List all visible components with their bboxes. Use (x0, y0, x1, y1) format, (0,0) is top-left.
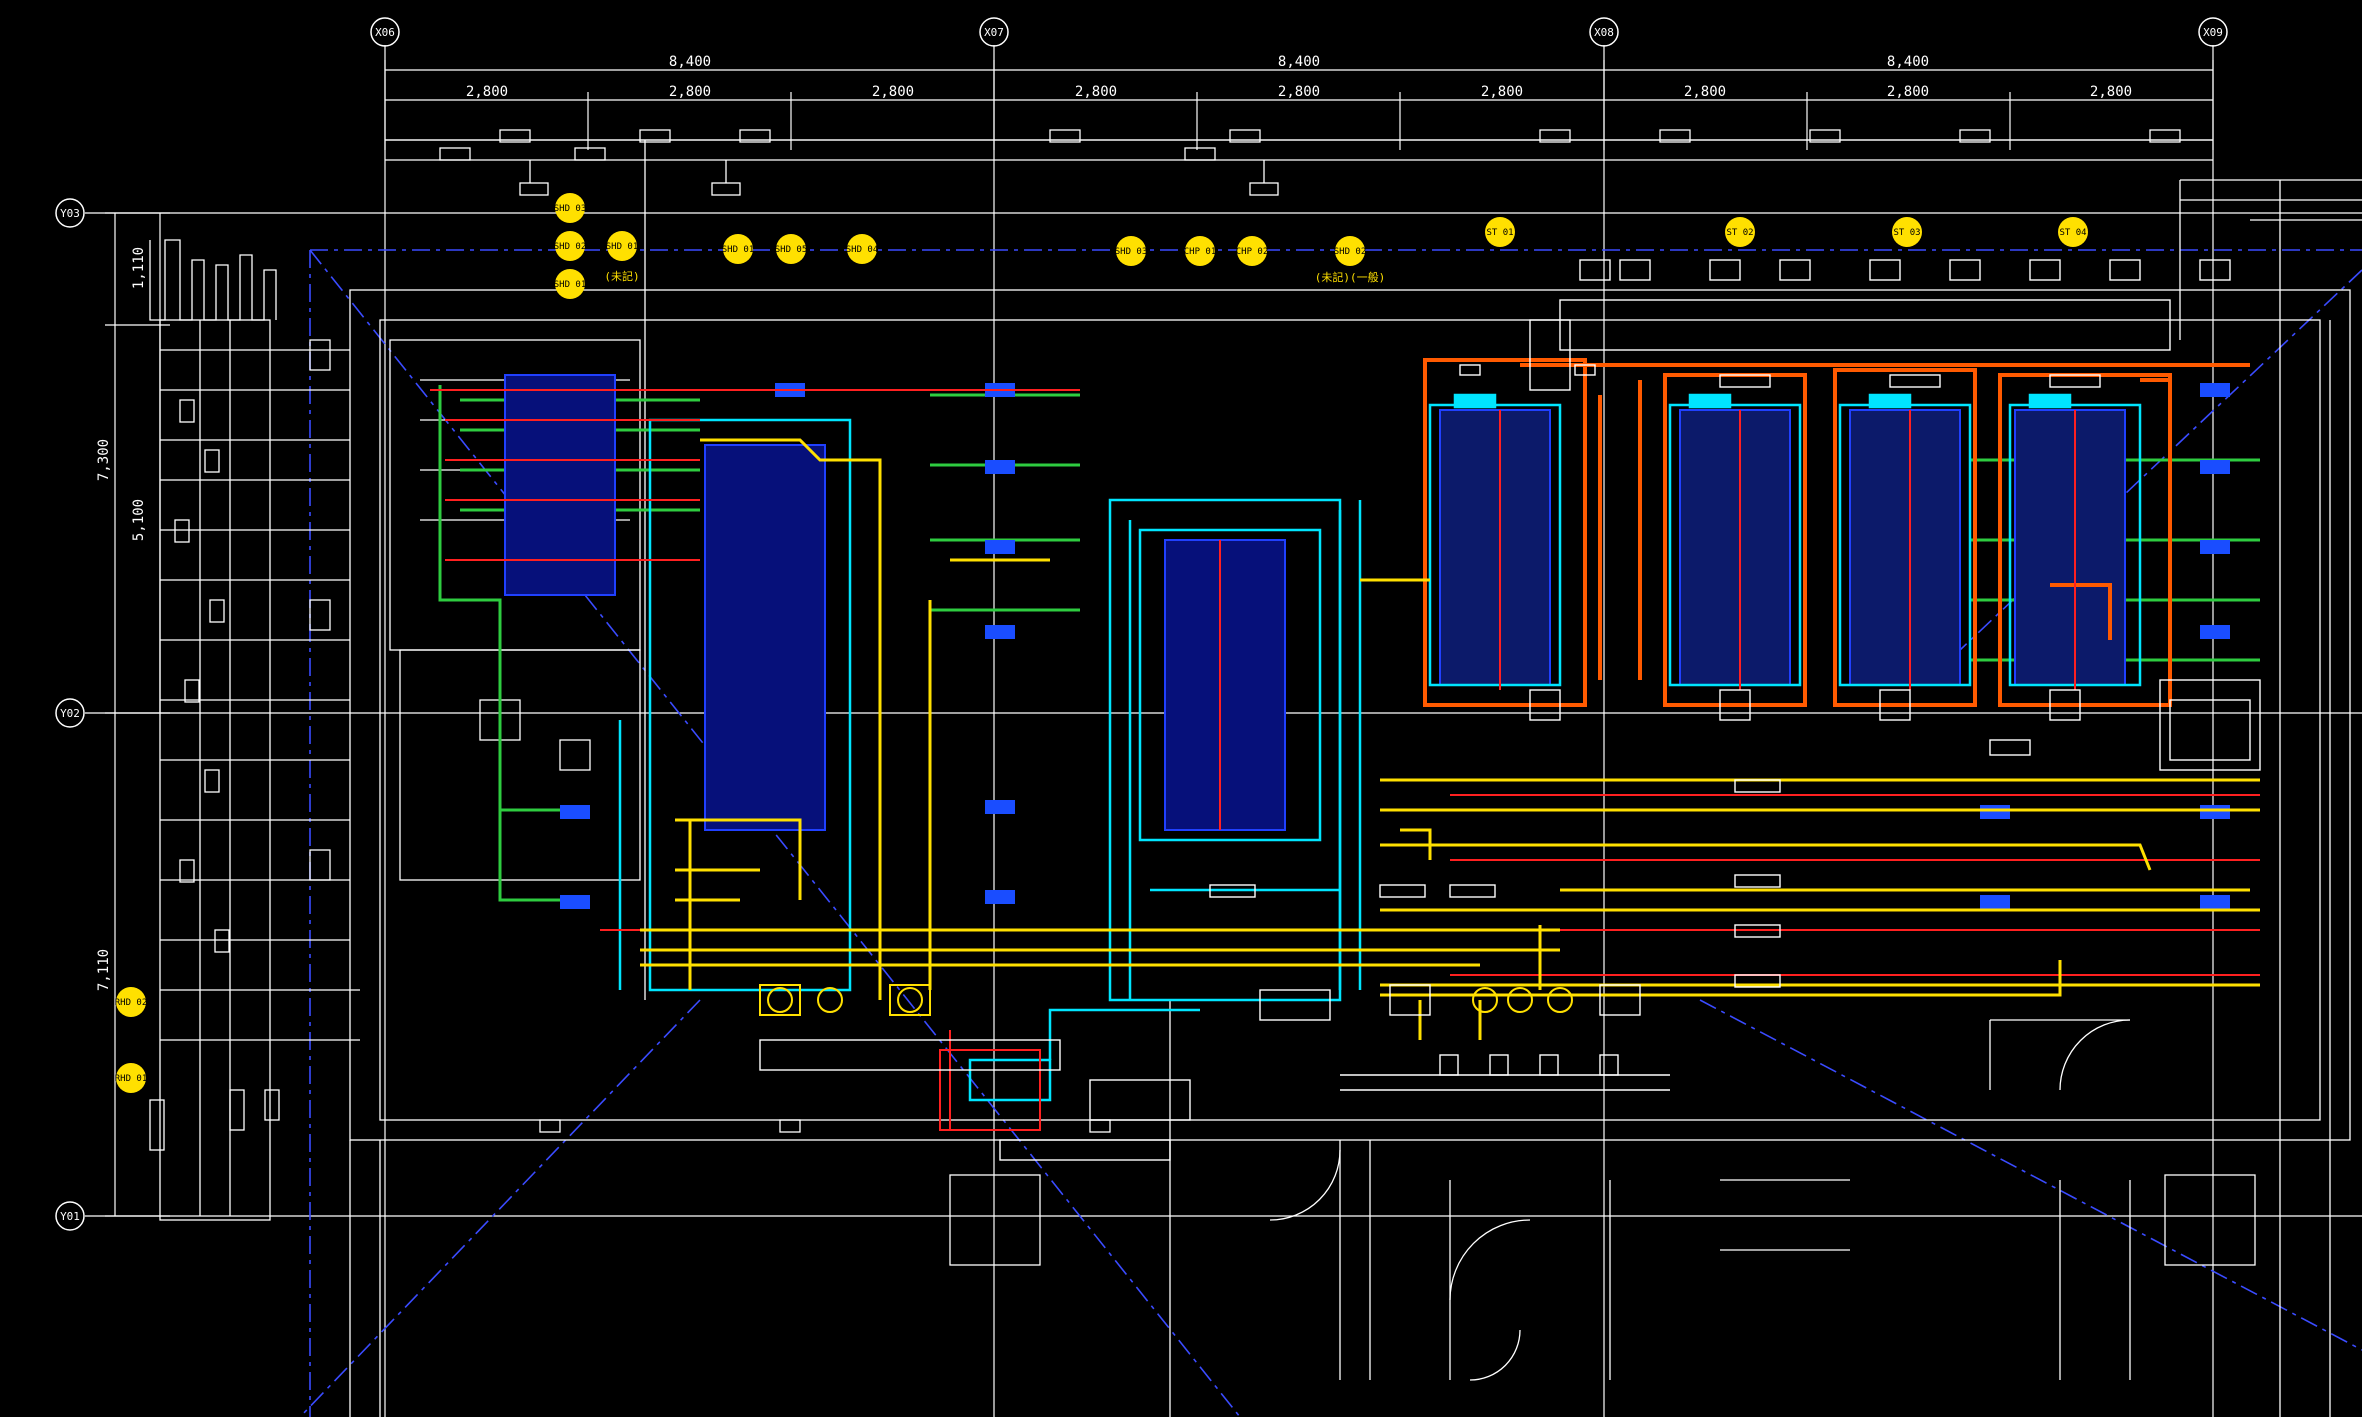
tag-st03[interactable]: ST 03 (1892, 217, 1922, 247)
tag-shd04[interactable]: SHD 04 (846, 234, 879, 264)
svg-text:SHD 03: SHD 03 (1115, 247, 1148, 257)
tag-st04[interactable]: ST 04 (2058, 217, 2088, 247)
header-valve-details (759, 259, 2261, 1161)
dim-sub-4: 2,800 (1075, 84, 1117, 100)
svg-text:SHD 03: SHD 03 (554, 204, 587, 214)
grid-bubbles-left: Y03 Y02 Y01 (55, 198, 85, 1231)
tag-shd03-b[interactable]: SHD 03 (1115, 236, 1148, 266)
svg-text:SHD 04: SHD 04 (846, 245, 879, 255)
svg-text:CHP 01: CHP 01 (1184, 247, 1217, 257)
svg-text:ST 02: ST 02 (1726, 228, 1753, 238)
dim-overall-2: 8,400 (1278, 54, 1320, 70)
ceiling-linework (385, 129, 2362, 1000)
dim-left-3: 5,100 (131, 499, 147, 541)
svg-text:ST 01: ST 01 (1486, 228, 1513, 238)
dim-sub-3: 2,800 (872, 84, 914, 100)
svg-text:SHD 02: SHD 02 (1334, 247, 1367, 257)
dim-overall-1: 8,400 (669, 54, 711, 70)
dimension-text-left: 1,110 7,300 5,100 7,110 (96, 247, 147, 991)
dim-sub-7: 2,800 (1684, 84, 1726, 100)
tag-rhd01[interactable]: RHD 01 (115, 1063, 148, 1093)
svg-text:SHD 01: SHD 01 (554, 280, 587, 290)
grid-label-y03: Y03 (60, 207, 80, 220)
equipment-tags: SHD 03 SHD 02 SHD 01 SHD 01 SHD 01 SHD 0… (115, 193, 2088, 1093)
dim-left-1: 1,110 (131, 247, 147, 289)
grid-bubbles-top: X06 X07 X08 X09 (370, 17, 2228, 47)
tag-chp02[interactable]: CHP 02 (1236, 236, 1269, 266)
grid-label-y01: Y01 (60, 1210, 80, 1223)
orange-piping (1423, 358, 2250, 707)
svg-text:CHP 02: CHP 02 (1236, 247, 1269, 257)
note-center: (未記)(一般) (1315, 270, 1386, 284)
grid-label-x07: X07 (984, 26, 1004, 39)
grid-label-x06: X06 (375, 26, 395, 39)
dim-sub-9: 2,800 (2090, 84, 2132, 100)
dim-sub-8: 2,800 (1887, 84, 1929, 100)
dim-sub-1: 2,800 (466, 84, 508, 100)
grid-label-y02: Y02 (60, 707, 80, 720)
left-equipment-cluster (149, 239, 360, 1221)
svg-text:RHD 01: RHD 01 (115, 1074, 148, 1084)
dimension-text-top: 8,400 8,400 8,400 2,800 2,800 2,800 2,80… (466, 54, 2132, 100)
svg-text:SHD 02: SHD 02 (554, 242, 587, 252)
note-left: (未記) (604, 269, 639, 283)
tag-st01[interactable]: ST 01 (1485, 217, 1515, 247)
tag-shd02-b[interactable]: SHD 02 (1334, 236, 1367, 266)
tag-shd02[interactable]: SHD 02 (554, 231, 587, 261)
tag-shd03[interactable]: SHD 03 (554, 193, 587, 223)
tag-shd05[interactable]: SHD 05 (775, 234, 808, 264)
tag-shd01-b[interactable]: SHD 01 (606, 231, 639, 261)
svg-text:SHD 05: SHD 05 (775, 245, 808, 255)
dim-left-4: 7,110 (96, 949, 112, 991)
dim-sub-2: 2,800 (669, 84, 711, 100)
red-piping (430, 389, 2260, 1131)
svg-text:RHD 02: RHD 02 (115, 998, 148, 1008)
svg-text:ST 04: ST 04 (2059, 228, 2086, 238)
grid-label-x09: X09 (2203, 26, 2223, 39)
tag-shd01-a[interactable]: SHD 01 (554, 269, 587, 299)
tag-rhd02[interactable]: RHD 02 (115, 987, 148, 1017)
tag-chp01[interactable]: CHP 01 (1184, 236, 1217, 266)
dim-sub-5: 2,800 (1278, 84, 1320, 100)
dim-left-2: 7,300 (96, 439, 112, 481)
dim-overall-3: 8,400 (1887, 54, 1929, 70)
blue-equipment (504, 374, 2126, 831)
svg-text:SHD 01: SHD 01 (722, 245, 755, 255)
tag-st02[interactable]: ST 02 (1725, 217, 1755, 247)
dim-sub-6: 2,800 (1481, 84, 1523, 100)
yellow-piping (640, 438, 2260, 1040)
tag-shd01-c[interactable]: SHD 01 (722, 234, 755, 264)
pump-valve-symbols (759, 984, 1573, 1016)
svg-text:SHD 01: SHD 01 (606, 242, 639, 252)
svg-text:ST 03: ST 03 (1893, 228, 1920, 238)
grid-label-x08: X08 (1594, 26, 1614, 39)
room-walls (349, 180, 2351, 1417)
